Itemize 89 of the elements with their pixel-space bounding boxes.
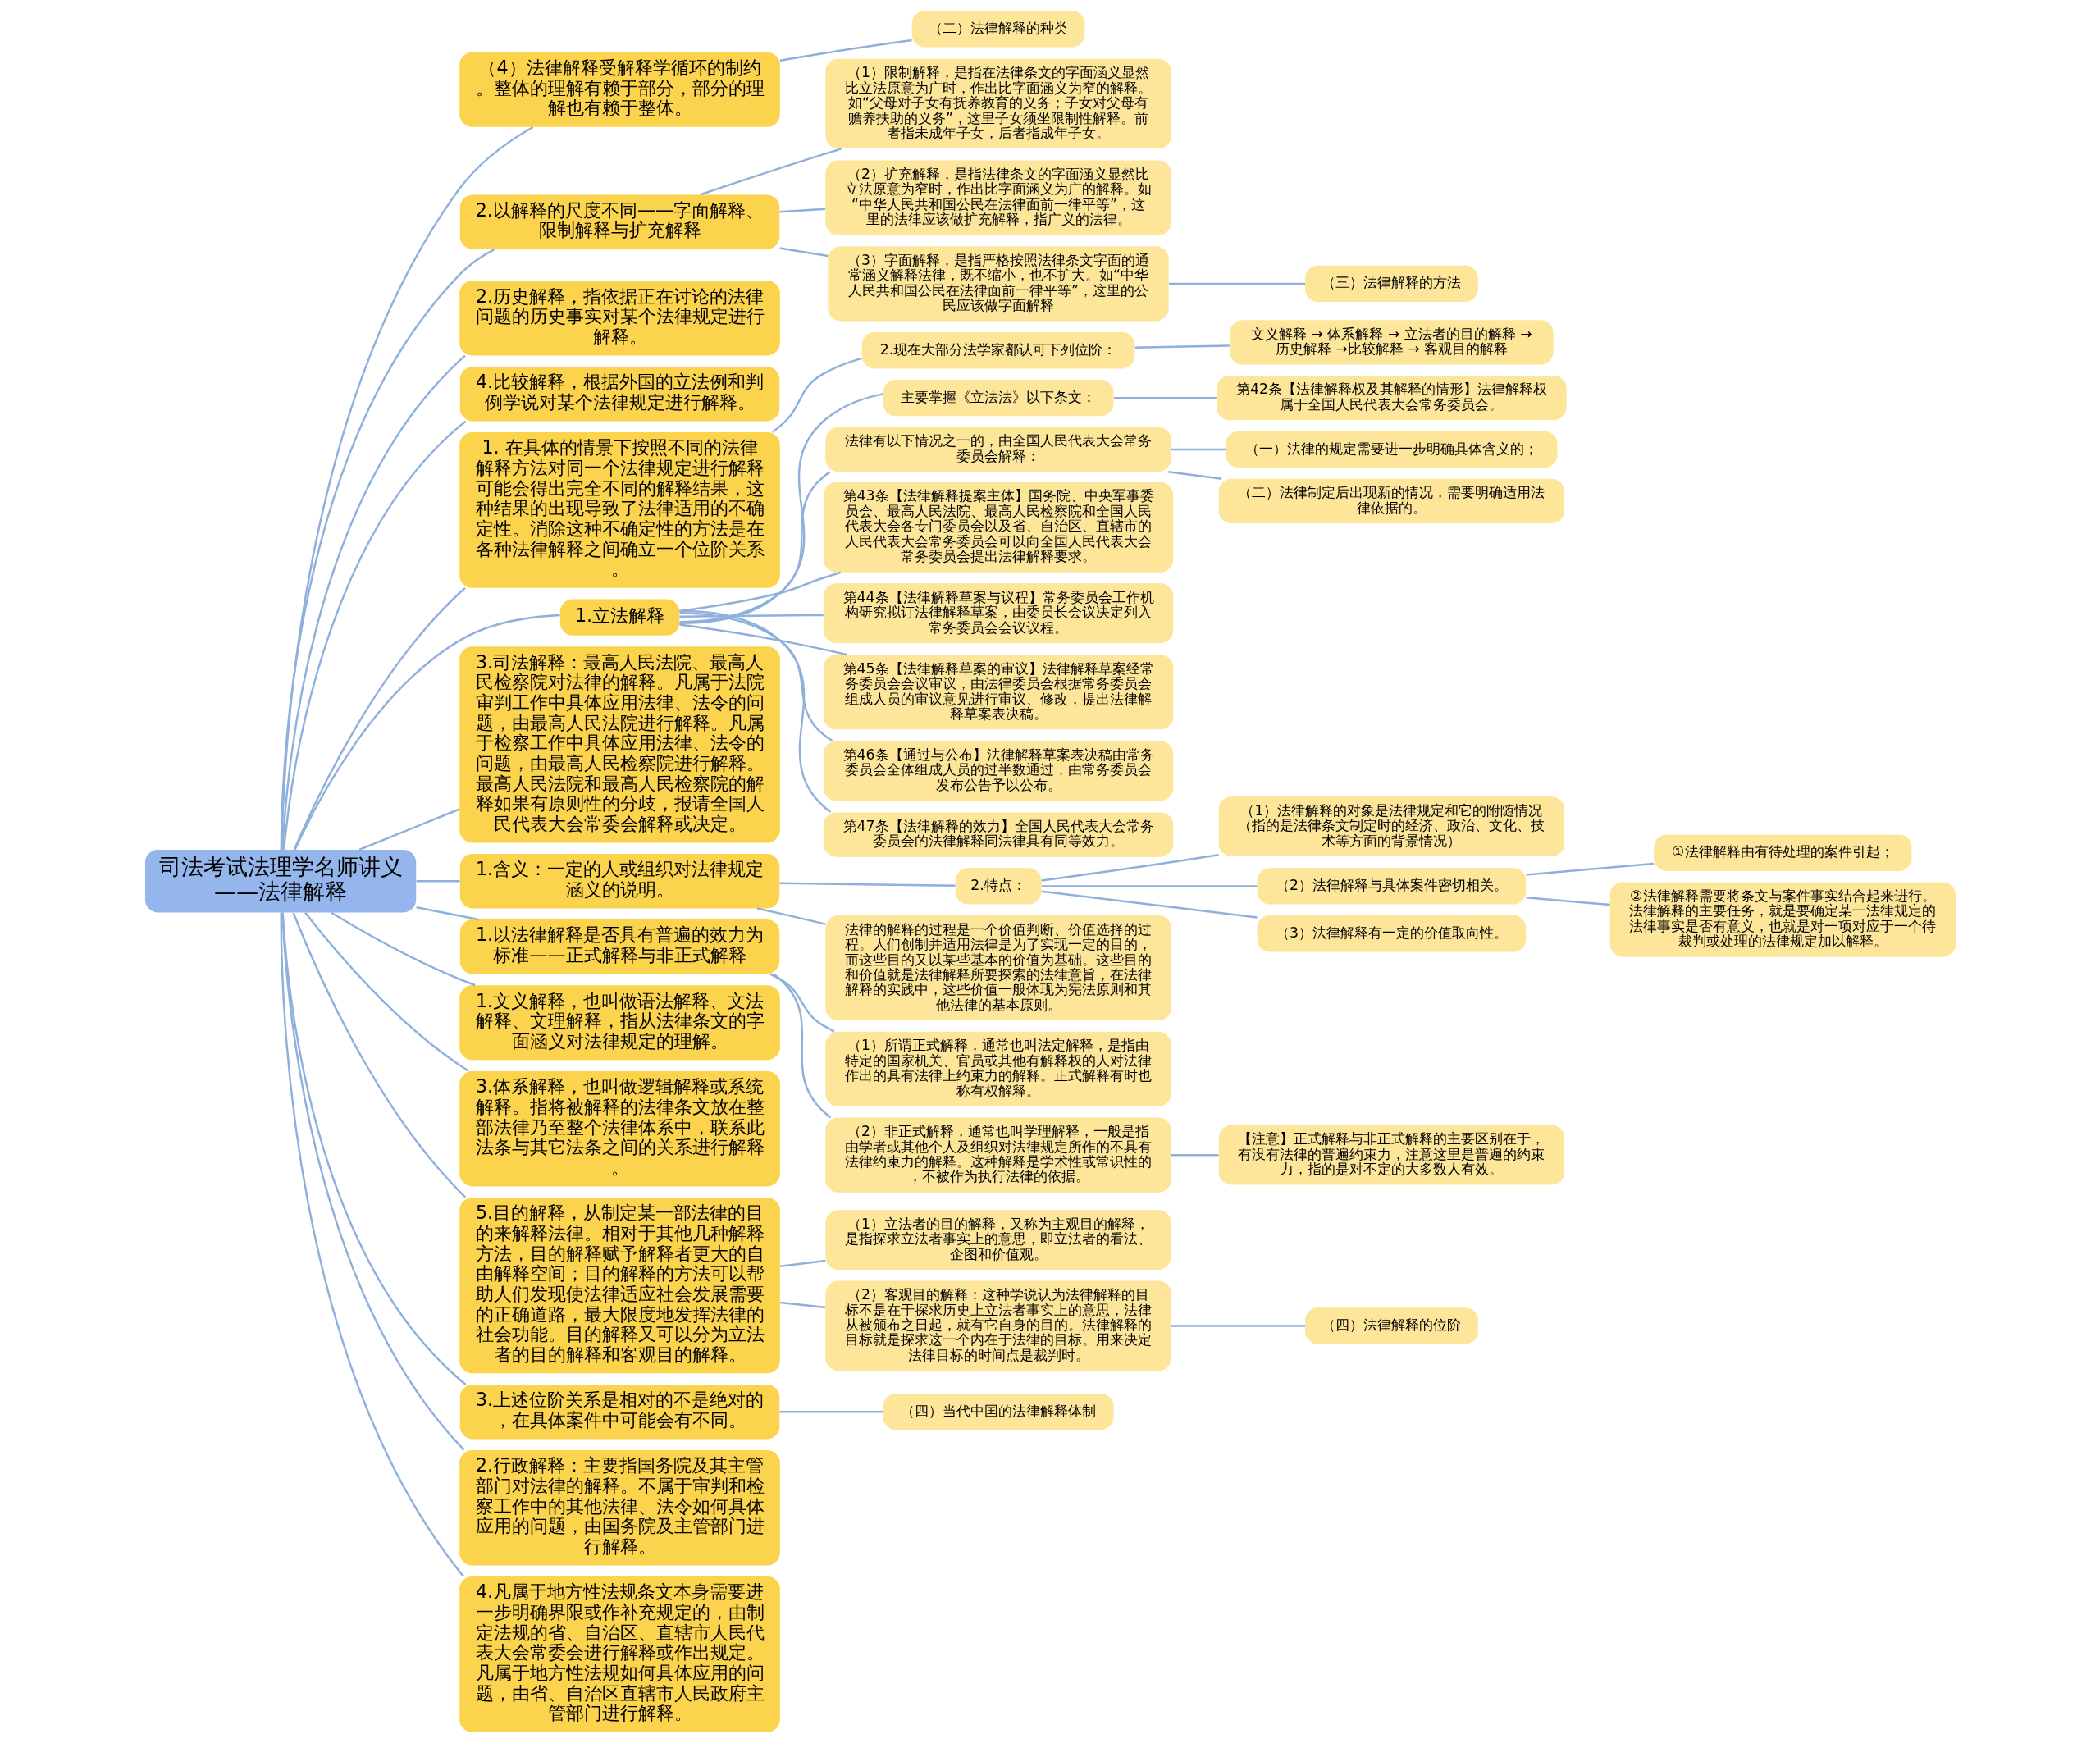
connector bbox=[678, 614, 824, 618]
node-box: （4）法律解释受解释学循环的制约。整体的理解有赖于部分，部分的理解也有赖于整体。 bbox=[459, 52, 780, 127]
connector bbox=[778, 1410, 883, 1413]
node-box: 1.含义：一定的人或组织对法律规定涵义的说明。 bbox=[459, 853, 779, 909]
node-box: （1）所谓正式解释，通常也叫法定解释，是指由特定的国家机关、官员或其他有解释权的人对法律作出的具有法律上约束力的解释。正式解释有时也称有权解释。 bbox=[824, 1031, 1171, 1106]
node-box: 1.文义解释，也叫做语法解释、文法解释、文理解释，指从法律条文的字面涵义对法律规定的理解。 bbox=[459, 985, 780, 1061]
connector bbox=[678, 571, 841, 613]
node-box: （3）法律解释有一定的价值取向性。 bbox=[1257, 915, 1526, 952]
connector bbox=[1168, 282, 1305, 285]
connector bbox=[1526, 897, 1610, 906]
node-box: 法律的解释的过程是一个价值判断、价值选择的过程。人们创制并适用法律是为了实现一定的目的，而这些目的又以某些基本的价值为基础。这些目的和价值就是法律解释所要探索的法律意旨，在法律解释的实践中，这些价值一般体现为宪法原则和其他法律的基本原则。 bbox=[824, 915, 1171, 1021]
connector bbox=[779, 1301, 825, 1309]
connector bbox=[779, 39, 912, 62]
node-box: 第43条【法律解释提案主体】国务院、中央军事委员会、最高人民法院、最高人民检察院和全国人民代表大会各专门委员会以及省、自治区、直辖市的人民代表大会常务委员会可以向全国人民代表大会常务委员会提出法律解释要求。 bbox=[823, 482, 1173, 573]
node-box: 3.司法解释：最高人民法院、最高人民检察院对法律的解释。凡属于法院审判工作中具体应用法律、法令的问题，由最高人民法院进行解释。凡属于检察工作中具体应用法律、法令的问题，由最高人民检察院进行解释。最高人民法院和最高人民检察院的解释如果有原则性的分歧，报请全国人民代表大会常委会解释或决定。 bbox=[459, 646, 780, 843]
node-box: 【注意】正式解释与非正式解释的主要区别在于，有没有法律的普遍约束力，注意这里是普遍的约束力，指的是对不定的大多数人有效。 bbox=[1218, 1125, 1564, 1185]
connector bbox=[291, 912, 466, 1198]
connector bbox=[416, 880, 460, 883]
node-box: 4.比较解释，根据外国的立法例和判例学说对某个法律规定进行解释。 bbox=[459, 366, 779, 422]
node-box: 1.以法律解释是否具有普遍的效力为标准——正式解释与非正式解释 bbox=[459, 919, 779, 974]
connector bbox=[330, 911, 475, 987]
node-box: 5.目的解释，从制定某一部法律的目的来解释法律。相对于其他几种解释方法，目的解释赋予解释者更大的自由解释空间；目的解释的方法可以帮助人们发现使法律适应社会发展需要的正确道路，最大限度地发挥法律的社会功能。目的解释又可以分为立法者的目的解释和客观目的解释。 bbox=[459, 1197, 780, 1374]
connector bbox=[679, 609, 831, 814]
connector bbox=[279, 912, 464, 1577]
connector bbox=[1041, 890, 1258, 919]
connector bbox=[304, 912, 469, 1072]
connector bbox=[1171, 1325, 1305, 1327]
node-box: 4.凡属于地方性法规条文本身需要进一步明确界限或作补充规定的，由制定法规的省、自治区、直辖市人民代表大会常委会进行解释或作出规定。凡属于地方性法规如何具体应用的问题，由省、自治区直辖市人民政府主管部门进行解释。 bbox=[459, 1576, 780, 1732]
node-box: 1.立法解释 bbox=[559, 599, 679, 636]
connector bbox=[1171, 1153, 1218, 1157]
node-box: 3.体系解释，也叫做逻辑解释或系统解释。指将被解释的法律条文放在整部法律乃至整个法律体系中，联系此法条与其它法条之间的关系进行解释。 bbox=[459, 1070, 780, 1187]
connector bbox=[769, 973, 834, 1033]
connector bbox=[679, 393, 883, 624]
node-box: 2.现在大部分法学家都认可下列位阶： bbox=[861, 332, 1134, 369]
connector bbox=[294, 614, 560, 851]
connector bbox=[771, 357, 862, 433]
connector bbox=[1167, 470, 1221, 480]
node-box: ②法律解释需要将条文与案件事实结合起来进行。法律解释的主要任务，就是要确定某一法律规定的法律事实是否有意义，也就是对一项对应于一个待裁判或处理的法律规定加以解释。 bbox=[1609, 882, 1956, 957]
connector bbox=[779, 1259, 825, 1267]
node-box: （四）当代中国的法律解释体制 bbox=[883, 1394, 1113, 1430]
node-box: 3.上述位阶关系是相对的不是绝对的，在具体案件中可能会有不同。 bbox=[459, 1384, 779, 1440]
node-box: （2）扩充解释，是指法律条文的字面涵义显然比立法原意为窄时，作出比字面涵义为广的解释。如“中华人民共和国公民在法律面前一律平等”，这里的法律应该做扩充解释，指广义的法律。 bbox=[824, 160, 1171, 235]
connector bbox=[699, 148, 842, 196]
node-box: 2.特点： bbox=[955, 868, 1041, 905]
node-box: 2.行政解释：主要指国务院及其主管部门对法律的解释。不属于审判和检察工作中的其他法律、法令如何具体应用的问题，由国务院及主管部门进行解释。 bbox=[459, 1450, 780, 1566]
connector bbox=[1171, 448, 1226, 451]
node-box: （3）字面解释，是指严格按照法律条文字面的通常涵义解释法律，既不缩小，也不扩大。如“中华人民共和国公民在法律面前一律平等”，这里的公民应该做字面解释 bbox=[827, 246, 1169, 322]
node-box: （一）法律的规定需要进一步明确具体含义的； bbox=[1225, 431, 1557, 468]
connector bbox=[773, 973, 831, 1119]
node-box: 1. 在具体的情景下按照不同的法律解释方法对同一个法律规定进行解释可能会得出完全不同的解释结果，这种结果的出现导致了法律适用的不确定性。消除这种不确定性的方法是在各种法律解释之间确立一个位阶关系。 bbox=[459, 432, 780, 588]
node-box: （2）非正式解释，通常也叫学理解释，一般是指由学者或其他个人及组织对法律规定所作的不具有法律约束力的解释。这种解释是学术性或常识性的，不被作为执行法律的依据。 bbox=[824, 1117, 1171, 1193]
connector bbox=[1113, 396, 1217, 399]
node-box: ①法律解释由有待处理的案件引起； bbox=[1653, 834, 1911, 871]
node-box: （2）法律解释与具体案件密切相关。 bbox=[1257, 868, 1526, 905]
node-box: （四）法律解释的位阶 bbox=[1304, 1307, 1478, 1344]
node-box: 2.以解释的尺度不同——字面解释、限制解释与扩充解释 bbox=[459, 194, 779, 249]
node-box: （1）法律解释的对象是法律规定和它的附随情况（指的是法律条文制定时的经济、政治、文化、技术等方面的背景情况） bbox=[1218, 796, 1564, 856]
connector bbox=[756, 907, 826, 925]
node-box: 司法考试法理学名师讲义——法律解释 bbox=[144, 850, 416, 913]
connector bbox=[778, 208, 825, 213]
connector bbox=[1041, 885, 1257, 887]
connector bbox=[1526, 862, 1654, 876]
node-box: （二）法律制定后出现新的情况，需要明确适用法律依据的。 bbox=[1218, 478, 1564, 523]
connector bbox=[1041, 854, 1219, 882]
connector bbox=[280, 249, 495, 850]
node-box: 第46条【通过与公布】法律解释草案表决稿由常务委员会全体组成人员的过半数通过，由常务委员会发布公告予以公布。 bbox=[823, 741, 1173, 801]
node-box: 主要掌握《立法法》以下条文： bbox=[883, 379, 1113, 417]
node-box: （2）客观目的解释：这种学说认为法律解释的目标不是在于探求历史上立法者事实上的意思，法律从被颁布之日起，就有它自身的目的。法律解释的目标就是探求这一个内在于法律的目标。用来决定法律目标的时间点是裁判时。 bbox=[824, 1280, 1171, 1371]
node-box: 第45条【法律解释草案的审议】法律解释草案经常务委员会会议审议，由法律委员会根据常务委员会组成人员的审议意见进行审议、修改，提出法律解释草案表决稿。 bbox=[823, 655, 1173, 730]
connector bbox=[1134, 344, 1230, 349]
node-box: 第44条【法律解释草案与议程】常务委员会工作机构研究拟订法律解释草案，由委员长会议决定列入常务委员会会议议程。 bbox=[823, 583, 1173, 643]
node-box: 第42条【法律解释权及其解释的情形】法律解释权属于全国人民代表大会常务委员会。 bbox=[1216, 376, 1567, 421]
node-box: （1）立法者的目的解释，又称为主观目的解释，是指探求立法者事实上的意思，即立法者的看法、企图和价值观。 bbox=[824, 1210, 1171, 1271]
connector bbox=[293, 586, 466, 851]
node-box: 文义解释 → 体系解释 → 立法者的目的解释 → 历史解释 →比较解释 → 客观目的解释 bbox=[1229, 320, 1554, 365]
connector bbox=[415, 906, 478, 921]
connector bbox=[778, 247, 828, 258]
node-box: （1）限制解释，是指在法律条文的字面涵义显然比立法原意为广时，作出比字面涵义为窄的解释。如“父母对子女有抚养教育的义务；子女对父母有赡养扶助的义务”，这里子女须坐限制性解释。前者指未成年子女，后者指成年子女。 bbox=[824, 58, 1171, 149]
node-box: 第47条【法律解释的效力】全国人民代表大会常务委员会的法律解释同法律具有同等效力。 bbox=[823, 812, 1173, 857]
connector bbox=[678, 623, 847, 656]
node-box: （二）法律解释的种类 bbox=[911, 11, 1084, 48]
node-box: （三）法律解释的方法 bbox=[1304, 265, 1478, 303]
node-box: 2.历史解释，指依据正在讨论的法律问题的历史事实对某个法律规定进行解释。 bbox=[459, 281, 780, 356]
connector bbox=[778, 882, 955, 887]
connector bbox=[358, 808, 459, 851]
node-box: 法律有以下情况之一的，由全国人民代表大会常务委员会解释： bbox=[824, 427, 1171, 472]
connector bbox=[280, 125, 533, 850]
connector bbox=[678, 471, 831, 623]
connector bbox=[679, 611, 833, 742]
